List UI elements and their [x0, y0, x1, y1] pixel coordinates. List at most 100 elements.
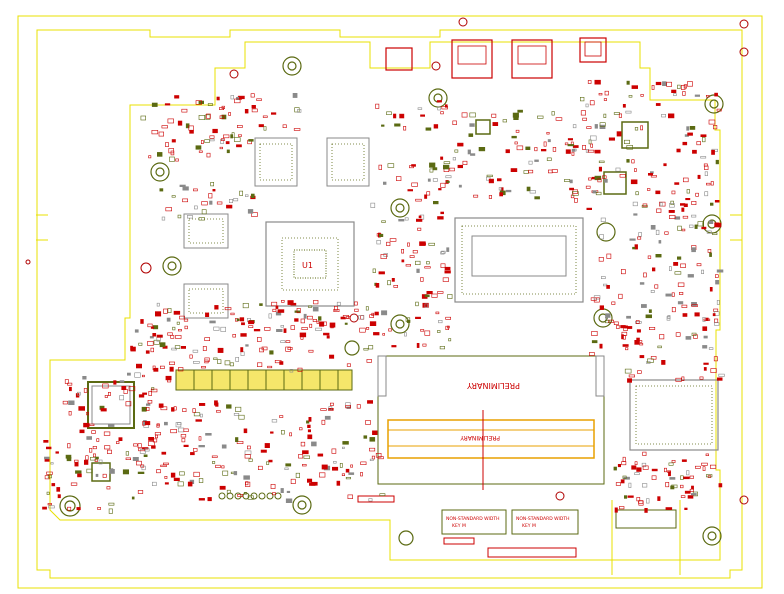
- smd-part: [461, 112, 468, 118]
- smd-part: [682, 313, 688, 317]
- smd-part: [391, 345, 397, 348]
- smd-part: [510, 168, 518, 173]
- smd-part: [710, 368, 717, 373]
- smd-part: [221, 105, 225, 109]
- smd-part: [299, 427, 303, 431]
- smd-part: [407, 242, 410, 247]
- smd-part: [287, 300, 294, 305]
- smd-part: [221, 465, 225, 469]
- smd-part: [86, 411, 89, 416]
- smd-part: [328, 407, 334, 411]
- smd-part: [171, 139, 176, 143]
- smd-part: [627, 495, 634, 498]
- smd-part: [614, 507, 618, 513]
- smd-part: [551, 169, 558, 173]
- smd-part: [205, 114, 211, 120]
- cpu-bga: [454, 217, 584, 303]
- smd-part: [158, 131, 164, 137]
- smd-part: [642, 203, 648, 207]
- smd-part: [177, 481, 184, 487]
- smd-part: [182, 408, 187, 413]
- smd-part: [642, 451, 647, 456]
- smd-part: [517, 109, 523, 113]
- smd-part: [119, 395, 124, 401]
- smd-part: [537, 115, 544, 119]
- smd-part: [107, 449, 112, 454]
- smd-part: [247, 495, 254, 500]
- smd-part: [149, 336, 154, 339]
- smd-part: [452, 157, 457, 161]
- smd-part: [718, 483, 723, 488]
- smd-part: [718, 373, 725, 377]
- smd-part: [437, 106, 441, 111]
- smd-part: [229, 199, 234, 204]
- smd-part: [572, 124, 577, 129]
- smd-part: [104, 445, 111, 450]
- m2-left-key: KEY M: [452, 523, 466, 529]
- smd-part: [444, 104, 448, 108]
- smd-part: [312, 306, 319, 312]
- smd-part: [415, 301, 419, 307]
- dimm-slot: [377, 355, 605, 490]
- smd-part: [165, 207, 173, 212]
- vram-chips: [183, 137, 370, 319]
- smd-part: [608, 137, 616, 141]
- smd-part: [616, 131, 622, 137]
- smd-part: [613, 321, 619, 325]
- smd-part: [251, 105, 256, 109]
- smd-part: [142, 392, 147, 395]
- smd-part: [640, 125, 644, 131]
- smd-part: [604, 320, 610, 324]
- smd-part: [597, 178, 602, 183]
- smd-part: [125, 401, 132, 407]
- smd-part: [670, 200, 674, 205]
- smd-part: [95, 473, 99, 477]
- smd-part: [179, 184, 186, 188]
- board-outline: [17, 15, 763, 589]
- smd-part: [695, 192, 699, 197]
- smd-part: [134, 329, 139, 333]
- smd-part: [674, 271, 682, 275]
- smd-part: [229, 362, 234, 367]
- smd-part: [639, 355, 645, 359]
- smd-part: [341, 446, 345, 449]
- smd-part: [646, 498, 650, 504]
- smd-part: [616, 324, 620, 329]
- smd-part: [318, 316, 322, 321]
- smd-part: [108, 424, 115, 427]
- smd-part: [153, 367, 159, 372]
- smd-part: [106, 486, 111, 490]
- smd-part: [686, 189, 690, 194]
- smd-part: [141, 465, 146, 471]
- smd-part: [709, 202, 714, 206]
- smd-part: [709, 464, 717, 469]
- smd-part: [181, 108, 188, 113]
- smd-part: [585, 185, 591, 189]
- smd-part: [198, 498, 205, 501]
- smd-part: [346, 363, 351, 367]
- smd-part: [668, 471, 671, 477]
- smd-part: [235, 406, 242, 412]
- smd-part: [339, 462, 343, 468]
- smd-part: [440, 182, 446, 188]
- smd-part: [648, 326, 656, 330]
- smd-part: [671, 190, 676, 195]
- smd-part: [208, 193, 213, 199]
- smd-part: [161, 451, 167, 455]
- smd-part: [587, 149, 595, 153]
- smd-part: [469, 112, 476, 118]
- smd-part: [382, 333, 386, 336]
- smd-part: [169, 361, 176, 365]
- smd-part: [268, 313, 272, 319]
- smd-part: [136, 460, 142, 466]
- smd-part: [565, 149, 571, 154]
- smd-part: [207, 497, 212, 502]
- smd-part: [627, 326, 633, 329]
- smd-part: [381, 124, 385, 127]
- smd-part: [591, 340, 598, 344]
- smd-part: [201, 209, 207, 215]
- smd-part: [331, 448, 337, 454]
- smd-part: [588, 139, 592, 145]
- smd-part: [599, 122, 606, 127]
- smd-part: [618, 113, 623, 118]
